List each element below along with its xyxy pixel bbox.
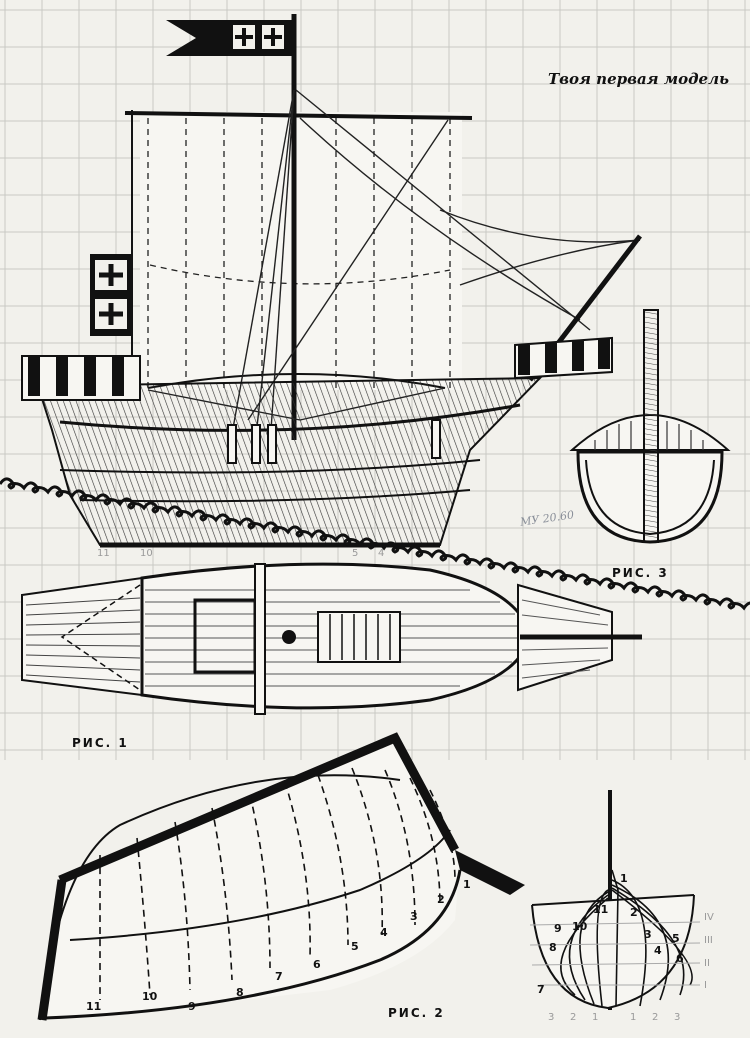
scale-label: 3 bbox=[548, 1012, 555, 1023]
aftcastle bbox=[21, 355, 141, 401]
scale-label: 3 bbox=[674, 1012, 681, 1023]
stern-flag bbox=[90, 254, 132, 336]
ship-plan-view bbox=[21, 562, 642, 715]
waterline-label: IV bbox=[704, 912, 714, 923]
cross-section bbox=[569, 309, 731, 544]
cargo-hatch bbox=[317, 611, 401, 663]
page-title: Твоя первая модель bbox=[548, 70, 729, 88]
body-plan-label: 11 bbox=[593, 903, 609, 916]
body-plan-label: 7 bbox=[537, 983, 545, 996]
waterline-label: III bbox=[704, 935, 713, 946]
scale-label: 2 bbox=[652, 1012, 659, 1023]
frames bbox=[99, 767, 456, 1000]
waterline-label: I bbox=[704, 980, 707, 991]
mast-beam bbox=[254, 563, 266, 715]
station-number: 9 bbox=[188, 1000, 196, 1013]
scale-label: 1 bbox=[592, 1012, 599, 1023]
mast-step bbox=[282, 630, 296, 644]
station-number: 2 bbox=[437, 893, 445, 906]
deck-posts bbox=[227, 419, 441, 464]
scale-label: 1 bbox=[630, 1012, 637, 1023]
forecastle bbox=[514, 336, 613, 380]
station-number: 7 bbox=[275, 970, 283, 983]
body-plan-label: 4 bbox=[654, 944, 662, 957]
stem bbox=[455, 850, 525, 895]
station-number: 5 bbox=[351, 940, 359, 953]
body-plan-label: 5 bbox=[672, 932, 680, 945]
figure-1-label: РИС. 1 bbox=[72, 736, 129, 750]
body-plan-label: 3 bbox=[644, 928, 652, 941]
waterlines bbox=[529, 921, 701, 986]
ship-side-view bbox=[21, 14, 642, 548]
gunwale bbox=[58, 732, 459, 885]
yard bbox=[124, 111, 473, 120]
keel-line bbox=[44, 869, 462, 1020]
wale bbox=[59, 403, 521, 432]
body-plan-label: 10 bbox=[572, 920, 588, 933]
forecastle-merlons bbox=[518, 339, 610, 375]
keel-station-label: 4 bbox=[378, 548, 385, 559]
hull-framing-view bbox=[37, 732, 525, 1021]
station-number: 11 bbox=[86, 1000, 102, 1013]
body-plan bbox=[529, 790, 701, 1010]
figure-2-label: РИС. 2 bbox=[388, 1006, 445, 1020]
sea-waves bbox=[0, 477, 750, 611]
top-pennant bbox=[166, 20, 295, 56]
body-plan-label: 6 bbox=[676, 952, 684, 965]
aftcastle-merlons bbox=[28, 356, 124, 396]
station-number: 8 bbox=[236, 986, 244, 999]
body-plan-label: 1 bbox=[620, 872, 628, 885]
station-number: 3 bbox=[410, 910, 418, 923]
keel-station-label: 5 bbox=[352, 548, 359, 559]
keel-station-label: 10 bbox=[140, 548, 153, 559]
station-number: 10 bbox=[142, 990, 158, 1003]
sail bbox=[140, 112, 462, 390]
scale-label: 2 bbox=[570, 1012, 577, 1023]
station-number: 6 bbox=[313, 958, 321, 971]
body-plan-label: 8 bbox=[549, 941, 557, 954]
body-plan-label: 2 bbox=[630, 906, 638, 919]
keel-station-label: 11 bbox=[97, 548, 110, 559]
station-number: 1 bbox=[463, 878, 471, 891]
waterline-label: II bbox=[704, 958, 710, 969]
sail-seams bbox=[147, 118, 451, 388]
figure-3-label: РИС. 3 bbox=[612, 566, 669, 580]
transom-post bbox=[37, 879, 67, 1021]
station-number: 4 bbox=[380, 926, 388, 939]
aft-deck bbox=[21, 576, 143, 697]
body-plan-label: 9 bbox=[554, 922, 562, 935]
